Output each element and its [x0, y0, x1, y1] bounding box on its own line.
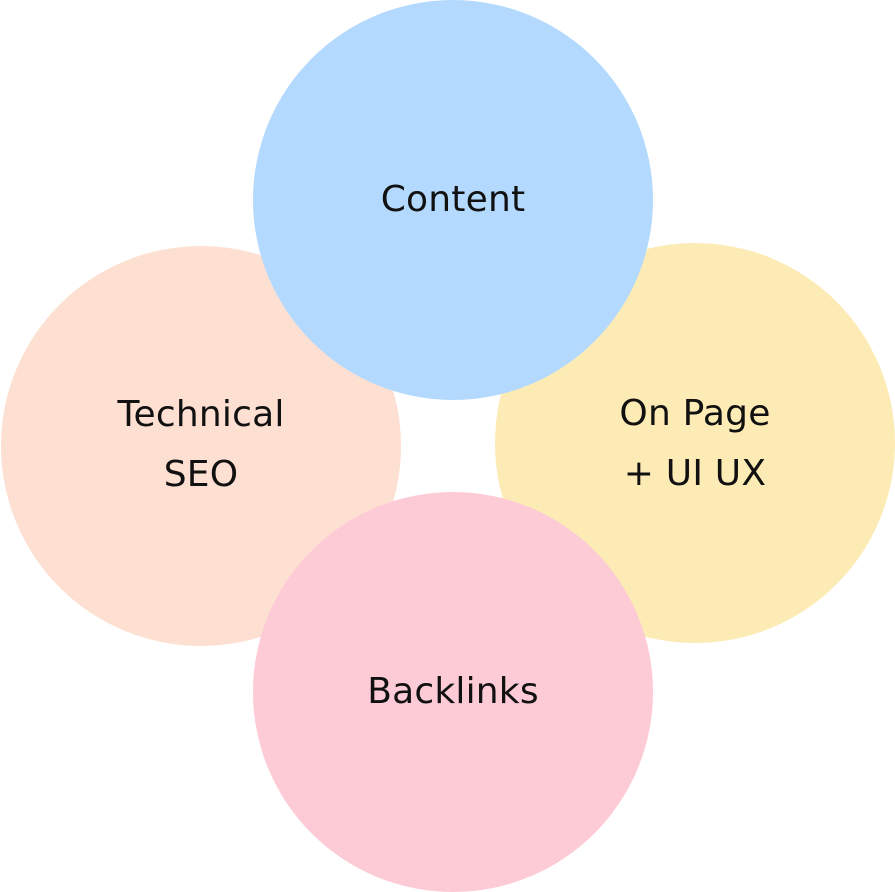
backlinks-label: Backlinks — [367, 671, 539, 712]
technical-seo-label: Technical SEO — [117, 394, 285, 495]
backlinks-circle: Backlinks — [253, 492, 653, 892]
on-page-ui-ux-label: On Page + UI UX — [619, 393, 771, 494]
content-label: Content — [380, 179, 526, 220]
content-circle: Content — [253, 0, 653, 400]
